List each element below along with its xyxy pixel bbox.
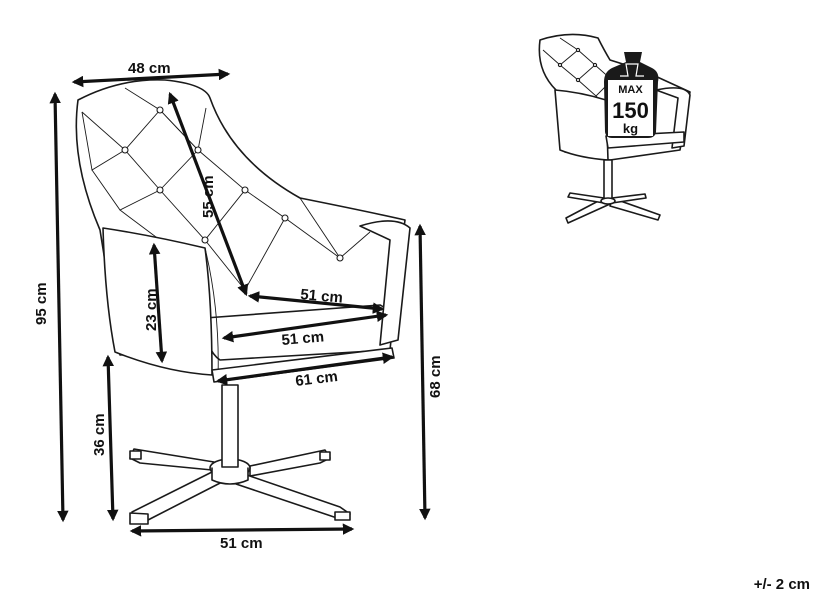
dim-seat-height: 36 cm (91, 413, 108, 456)
dim-total-height: 95 cm (33, 282, 50, 325)
dim-arm-height-line (414, 223, 431, 521)
dim-seat-depth: 51 cm (300, 286, 344, 307)
badge-value: 150 (612, 98, 649, 123)
dim-top-width-line (71, 68, 231, 88)
dim-armrest-height: 23 cm (143, 288, 160, 331)
dim-backrest: 55 cm (200, 175, 217, 218)
dim-arm-height: 68 cm (427, 355, 444, 398)
dim-seat-height-line (102, 354, 119, 522)
badge-unit: kg (623, 121, 638, 136)
dim-seat-width: 51 cm (281, 328, 325, 349)
dim-base-width-line (129, 523, 355, 537)
tolerance-note: +/- 2 cm (753, 576, 810, 593)
dim-backrest-line (167, 91, 249, 297)
right-armrest (359, 220, 411, 346)
badge-max: MAX (618, 84, 643, 96)
dim-seat-width-line (221, 310, 389, 343)
dimension-lines (49, 68, 431, 537)
dim-overall-width: 61 cm (294, 368, 338, 390)
dim-overall-width-line (215, 352, 395, 386)
dimension-labels: 48 cm 55 cm 51 cm 51 cm 61 cm 23 cm 95 c… (33, 60, 444, 552)
dim-seat-depth-line (247, 291, 385, 314)
dim-total-height-line (49, 91, 69, 523)
dim-base-width: 51 cm (220, 535, 263, 552)
dim-top-width: 48 cm (128, 60, 171, 77)
weight-icon: MAX 150 kg (604, 52, 659, 138)
chair-base (129, 384, 351, 525)
main-chair (75, 79, 411, 525)
dim-armrest-height-line (148, 242, 168, 364)
